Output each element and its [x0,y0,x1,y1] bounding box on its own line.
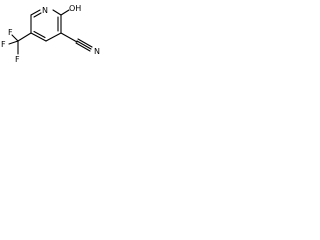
bond-c5-cf3 [17,32,32,42]
atom-label-f-left: F [1,40,6,49]
atom-label-nitrile-n: N [94,47,100,56]
bond-nitrile-3 [75,42,91,52]
atom-label-f-bottom: F [15,55,20,64]
bond-c3-cn [60,32,78,43]
bond-nitrile-1 [76,40,92,50]
bond-c4-c5 [30,32,47,42]
atom-label-n1: N [42,6,48,15]
molecule-svg: N OH N F F F [1,4,100,64]
bond-n1-c2 [52,9,62,16]
bond-c2-o [60,9,70,16]
bond-c6-n1 [30,9,41,16]
atom-label-oh: OH [69,4,81,13]
bond-nitrile-2 [77,38,93,48]
bond-c4-c5-inner [33,30,46,39]
bond-c-f-left [8,40,19,45]
bond-c3-c4 [45,32,62,42]
atom-label-f-top: F [8,28,13,37]
molecule-structure-diagram: N OH N F F F [0,0,114,71]
bond-c6-n1-inner [33,12,42,18]
bond-c-f-top [11,34,19,42]
